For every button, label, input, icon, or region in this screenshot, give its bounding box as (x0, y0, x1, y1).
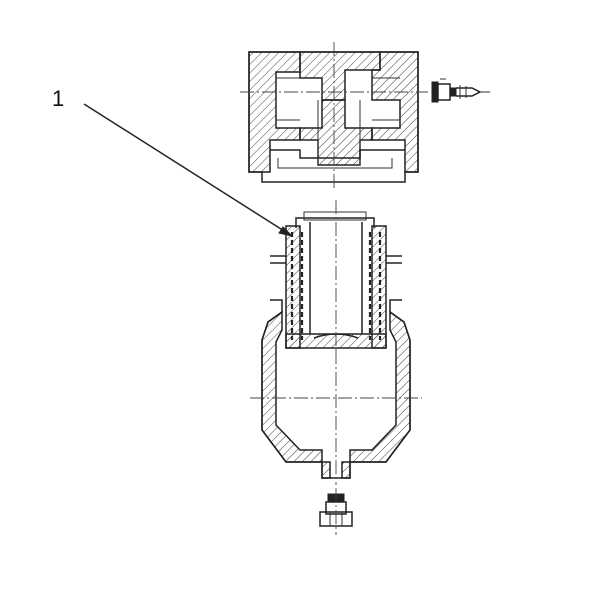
filter-bowl (250, 299, 422, 485)
drain-plug (319, 488, 353, 535)
filter-element (270, 200, 402, 350)
side-connector (431, 78, 490, 103)
filter-head (240, 42, 428, 190)
callout-label-1: 1 (52, 86, 65, 111)
callout-leader-1 (83, 103, 294, 237)
